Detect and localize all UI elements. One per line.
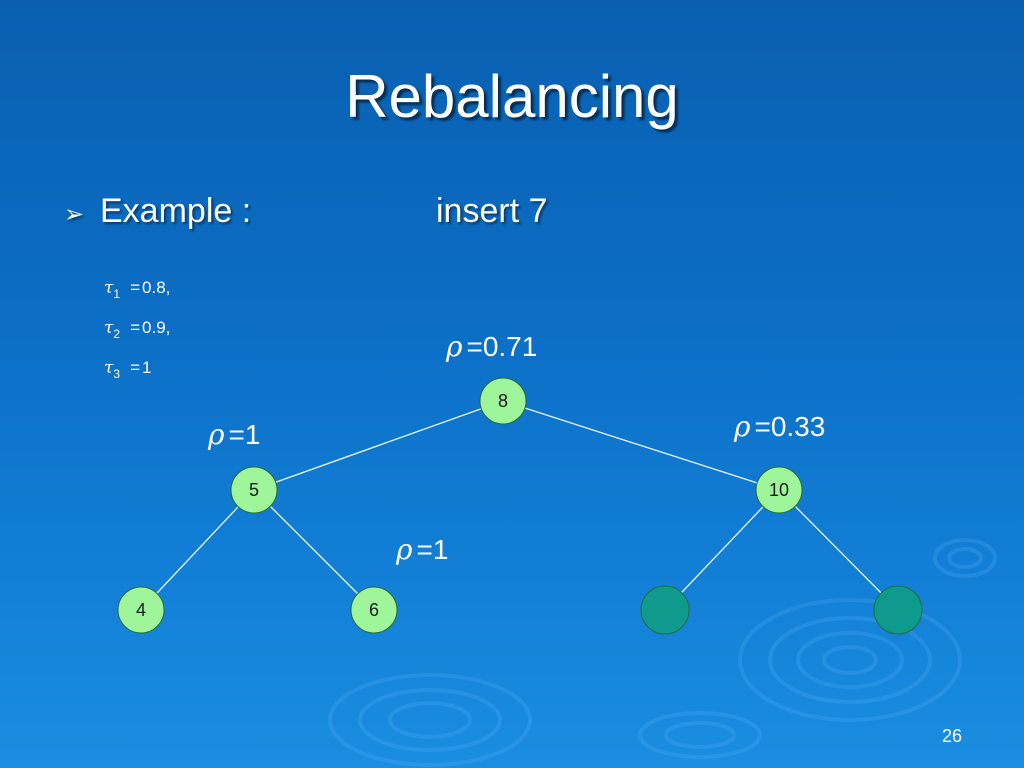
rho-value: 1: [432, 534, 449, 565]
tree-node-8: 8: [479, 377, 527, 425]
tau-symbol: τ: [104, 358, 114, 378]
tree-node-empty-5: [640, 585, 690, 635]
tree-edge-n5-n6: [253, 489, 375, 611]
rho-symbol: ρ: [446, 330, 463, 363]
tree-node-circle: [479, 377, 527, 425]
rho-label-left-child: ρ=1: [396, 533, 448, 566]
tree-node-label: 10: [769, 480, 789, 500]
tau-symbol: τ: [104, 278, 114, 298]
rho-value: 1: [244, 419, 261, 450]
equals-sign: =: [130, 358, 141, 377]
tau-suffix: ,: [165, 278, 171, 297]
tree-node-label: 5: [249, 480, 259, 500]
rho-symbol: ρ: [734, 410, 751, 443]
equals-sign: =: [754, 411, 771, 442]
parameter-tau-2: τ2 =0.9,: [104, 308, 170, 348]
tree-node-circle: [873, 585, 923, 635]
page-number: 26: [941, 726, 962, 746]
tau-suffix: ,: [165, 318, 171, 337]
parameter-tau-1: τ1 =0.8,: [104, 268, 170, 308]
bullet-value: insert 7: [436, 192, 548, 230]
tree-node-10: 10: [755, 466, 803, 514]
tau-symbol: τ: [104, 318, 114, 338]
tau-value: 1: [142, 358, 152, 377]
bullet-text: Example :: [100, 192, 252, 230]
arrow-bullet-icon: ➢: [64, 201, 85, 228]
tau-value: 0.9: [142, 318, 166, 337]
equals-sign: =: [130, 318, 141, 337]
tree-node-label: 4: [136, 600, 146, 620]
tree-node-circle: [755, 466, 803, 514]
rho-symbol: ρ: [396, 533, 413, 566]
tree-node-circle: [117, 586, 165, 634]
tree-node-label: 8: [498, 391, 508, 411]
rho-value: 0.71: [482, 331, 538, 362]
tau-subscript: 1: [113, 287, 121, 301]
tree-node-circle: [640, 585, 690, 635]
rho-label-root: ρ=0.71: [446, 330, 537, 363]
slide-title: Rebalancing: [345, 63, 679, 130]
equals-sign: =: [228, 419, 245, 450]
parameter-tau-3: τ3 =1: [104, 348, 170, 388]
tree-node-5: 5: [230, 466, 278, 514]
tree-node-circle: [230, 466, 278, 514]
tree-node-label: 6: [369, 600, 379, 620]
tree-edge-n5-n4: [140, 489, 255, 611]
tree-node-6: 6: [350, 586, 398, 634]
tau-subscript: 2: [113, 327, 121, 341]
tree-edge-n10-nB: [778, 489, 899, 611]
equals-sign: =: [416, 534, 433, 565]
tau-subscript: 3: [113, 367, 121, 381]
tree-edge-n8-n10: [502, 400, 780, 491]
tree-edge-n8-n5: [253, 400, 504, 491]
tree-node-4: 4: [117, 586, 165, 634]
tree-node-circle: [350, 586, 398, 634]
parameter-list: τ1=0.8, τ2=0.9, τ3=1: [104, 268, 170, 388]
tree-edge-n10-nA: [664, 489, 780, 611]
equals-sign: =: [466, 331, 483, 362]
rho-symbol: ρ: [208, 418, 225, 451]
rho-value: 0.33: [770, 411, 826, 442]
equals-sign: =: [130, 278, 141, 297]
rho-label-right: ρ=0.33: [734, 410, 825, 443]
tau-value: 0.8: [142, 278, 166, 297]
rho-label-left: ρ=1: [208, 418, 260, 451]
tree-node-empty-6: [873, 585, 923, 635]
